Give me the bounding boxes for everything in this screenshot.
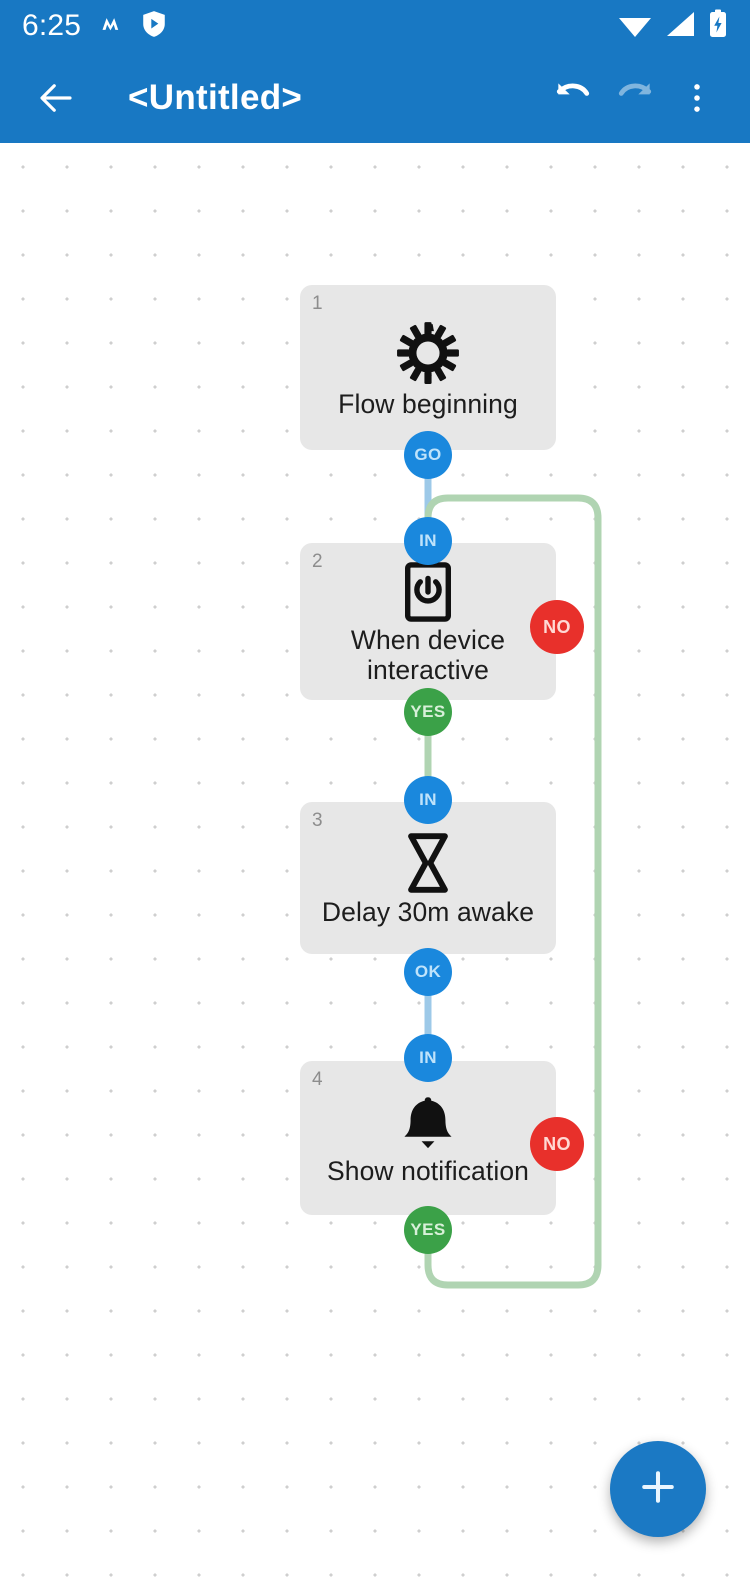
node-port-yes[interactable]: YES	[404, 688, 452, 736]
node-port-in[interactable]: IN	[404, 1034, 452, 1082]
m-app-icon	[99, 10, 127, 43]
redo-button[interactable]	[604, 67, 666, 129]
flow-node[interactable]: 1	[300, 285, 556, 450]
add-icon	[636, 1465, 680, 1514]
device-power-icon	[405, 562, 451, 622]
gear-icon	[395, 320, 461, 386]
add-node-fab[interactable]	[610, 1441, 706, 1537]
node-number: 4	[312, 1069, 323, 1090]
app-bar: <Untitled>	[0, 52, 750, 143]
wifi-icon	[618, 10, 652, 43]
more-options-button[interactable]	[666, 67, 728, 129]
status-bar: 6:25	[0, 0, 750, 52]
flow-node[interactable]: 4 Show notification	[300, 1061, 556, 1215]
node-number: 2	[312, 551, 323, 572]
flow-node[interactable]: 2 When device interactive	[300, 543, 556, 700]
hourglass-icon	[402, 832, 454, 894]
status-bar-clock: 6:25	[22, 9, 82, 42]
shield-play-icon	[141, 10, 167, 43]
flow-node[interactable]: 3 Delay 30m awake	[300, 802, 556, 954]
flow-canvas[interactable]: 1	[0, 143, 750, 1593]
node-port-ok[interactable]: OK	[404, 948, 452, 996]
node-label: Show notification	[326, 1156, 530, 1187]
node-port-go[interactable]: GO	[404, 431, 452, 479]
node-port-no[interactable]: NO	[530, 600, 584, 654]
status-bar-system-icons	[618, 9, 728, 44]
cellular-signal-icon	[664, 10, 696, 43]
back-button[interactable]	[30, 72, 82, 124]
node-number: 1	[312, 293, 323, 314]
battery-charging-icon	[708, 9, 728, 44]
status-bar-notification-icons	[99, 10, 167, 43]
node-port-in[interactable]: IN	[404, 776, 452, 824]
node-number: 3	[312, 810, 323, 831]
node-port-no[interactable]: NO	[530, 1117, 584, 1171]
bell-icon	[399, 1093, 457, 1153]
node-port-in[interactable]: IN	[404, 517, 452, 565]
node-port-yes[interactable]: YES	[404, 1206, 452, 1254]
node-label: Flow beginning	[338, 388, 518, 419]
undo-button[interactable]	[542, 67, 604, 129]
node-label: When device interactive	[350, 624, 506, 685]
page-title[interactable]: <Untitled>	[128, 77, 303, 117]
node-label: Delay 30m awake	[321, 897, 535, 928]
